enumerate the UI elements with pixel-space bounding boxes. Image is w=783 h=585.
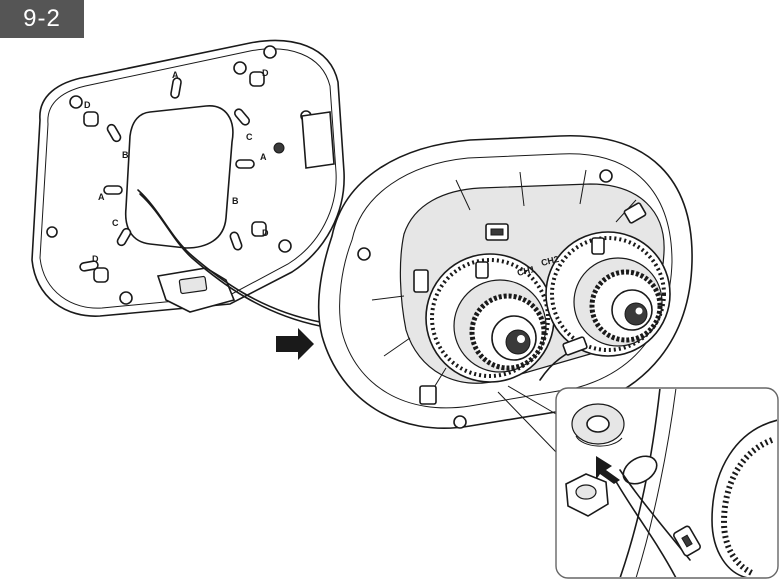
plate-mark-c-left: C	[112, 218, 119, 228]
plate-mark-d-left: D	[84, 100, 91, 110]
plate-mark-a-top: A	[172, 70, 179, 80]
plate-mark-d-right: D	[262, 228, 269, 238]
mounting-slot	[170, 77, 182, 99]
callout-leader	[497, 385, 557, 453]
plate-mark-b-right: B	[232, 196, 239, 206]
mounting-slot	[106, 123, 122, 143]
mounting-slot	[79, 260, 99, 272]
screw-hole	[69, 95, 83, 109]
mounting-slot	[235, 159, 255, 169]
mounting-plate: A A A B B C C D D D D	[31, 39, 345, 317]
plate-mark-d-top: D	[262, 68, 269, 78]
plate-mark-a-left: A	[98, 192, 105, 202]
rubber-grommet	[571, 403, 625, 447]
screw-hole	[119, 291, 133, 305]
cable-gland-nut	[565, 473, 609, 517]
lens-module-right	[545, 231, 671, 357]
lens-module-left	[425, 253, 555, 383]
plate-side-clip	[301, 111, 335, 169]
plate-center-opening	[124, 105, 234, 249]
plate-mark-b-left: B	[122, 150, 129, 160]
plate-screw	[273, 142, 285, 154]
direction-arrow	[276, 328, 314, 360]
mounting-slot	[103, 185, 123, 195]
detail-callout	[555, 387, 779, 579]
mounting-pad	[249, 71, 265, 87]
step-number-badge: 9-2	[0, 0, 84, 38]
plate-mark-a-right: A	[260, 152, 267, 162]
plate-mark-c-right: C	[246, 132, 253, 142]
channel-label-left: CH1	[516, 264, 536, 278]
mounting-pad	[93, 267, 109, 283]
camera-clip	[623, 202, 647, 224]
channel-label-right: CH2	[540, 254, 560, 268]
screw-hole	[278, 239, 292, 253]
screw-hole	[46, 226, 58, 238]
plate-mark-d-bottom: D	[92, 254, 99, 264]
insert-arrow	[596, 456, 620, 484]
network-cable	[137, 189, 321, 323]
screw-hole	[263, 45, 277, 59]
mounting-slot	[116, 227, 132, 247]
screw-hole	[233, 61, 247, 75]
mounting-pad	[251, 221, 267, 237]
mounting-slot	[229, 231, 243, 251]
camera-clip	[413, 269, 429, 293]
mounting-slot	[233, 108, 251, 126]
camera-clip	[419, 385, 437, 405]
mounting-pad	[83, 111, 99, 127]
